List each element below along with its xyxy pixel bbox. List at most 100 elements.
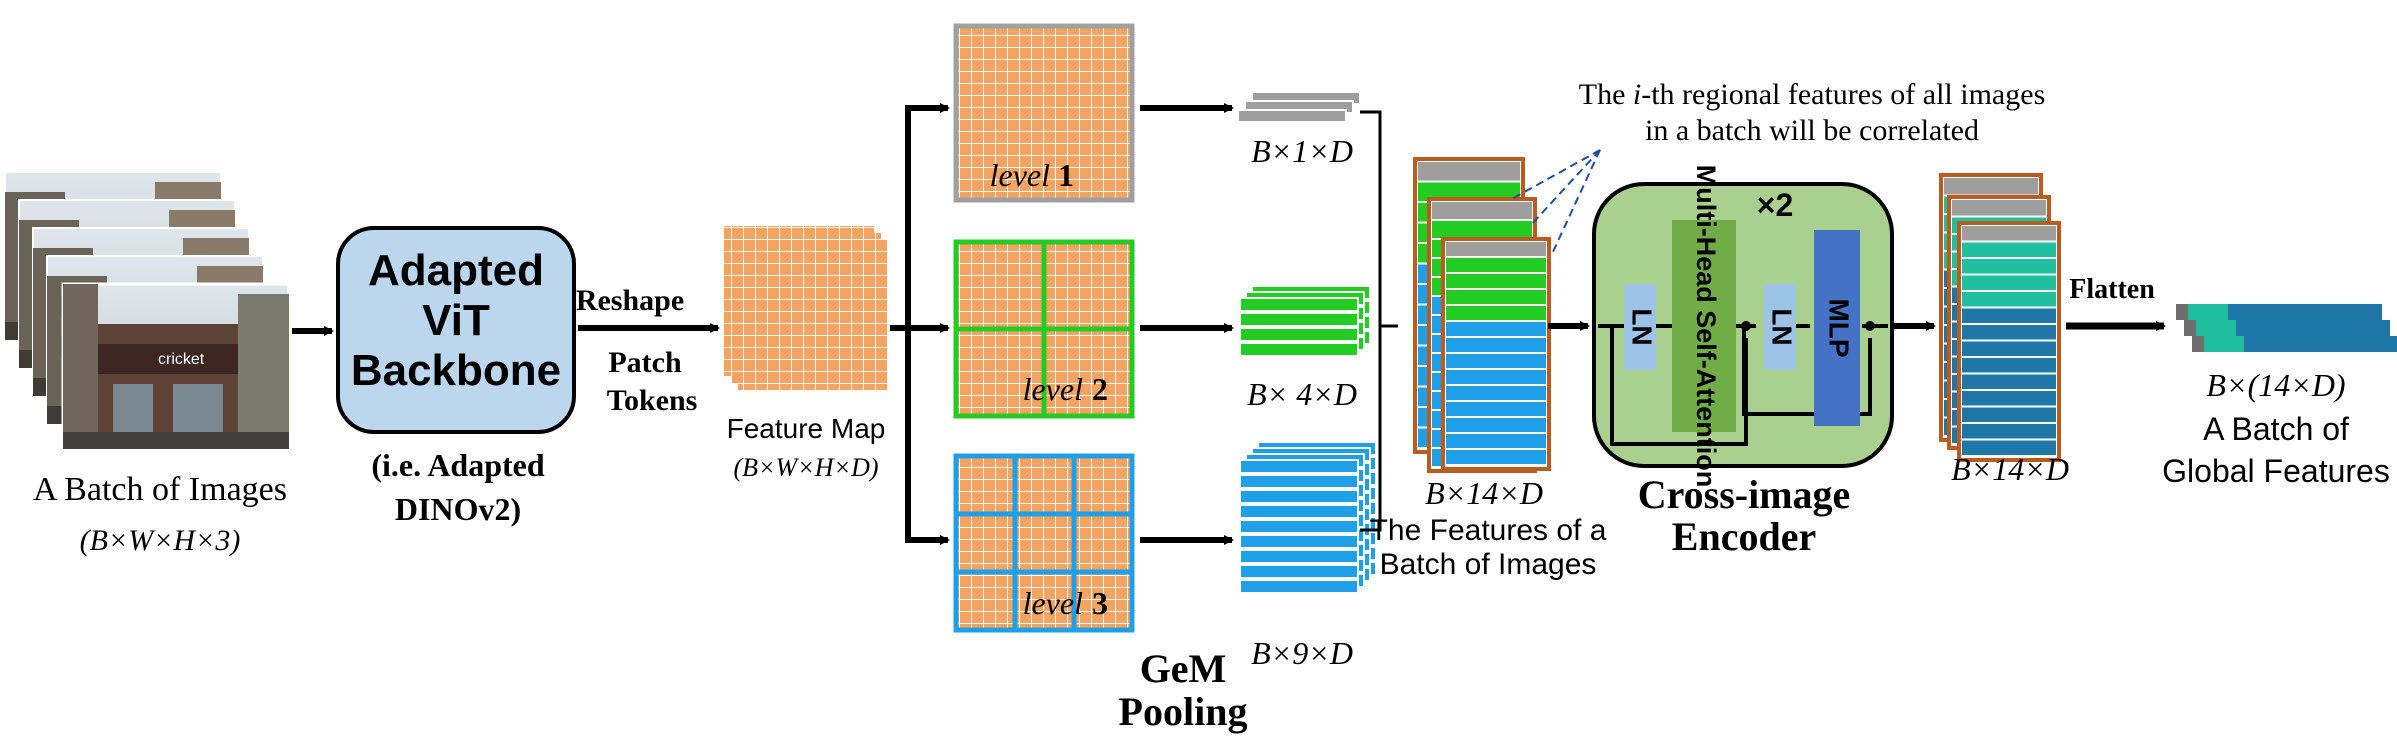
pooled-vector-2-bar [1239, 327, 1359, 342]
level-3-grid [953, 453, 1135, 633]
gem-label-1: GeM [1140, 646, 1227, 691]
residual-sum-2 [1865, 321, 1875, 331]
patch-tokens-label-2: Tokens [607, 384, 698, 417]
output-layer-front-row [1962, 226, 2056, 241]
global-feature-bars [2176, 304, 2397, 352]
backbone-title-3: Backbone [351, 346, 561, 395]
global-label-2: Global Features [2162, 453, 2390, 489]
batch-layer-front-row [1446, 434, 1546, 448]
batch-feature-stack [1413, 157, 1551, 473]
output-layer-front-row [1962, 242, 2056, 257]
batch-layer-mid-row [1432, 202, 1532, 219]
output-layer-front-row [1962, 391, 2056, 406]
residual-sum-1 [1741, 321, 1751, 331]
pooled-vector-3-bar [1239, 459, 1359, 474]
encoder-title-2: Encoder [1672, 514, 1816, 559]
output-layer-front-row [1962, 358, 2056, 373]
pooled-vectors-3 [1239, 441, 1377, 594]
batch-features-label-1: The Features of a [1370, 514, 1607, 547]
level-1-grid [953, 23, 1135, 203]
batch-layer-front-row [1446, 370, 1546, 384]
batch-layer-front-row [1446, 290, 1546, 304]
backbone-note-1: (i.e. Adapted [371, 447, 545, 483]
backbone-title-2: ViT [422, 296, 490, 345]
level-2-word: level [1023, 371, 1084, 407]
batch-layer-front-row [1446, 338, 1546, 352]
ln-1-block [1624, 284, 1656, 370]
batch-layer-front-row [1446, 450, 1546, 464]
batch-layer-front-row [1446, 242, 1546, 256]
ln-1-label: LN [1627, 308, 1658, 345]
global-label-1: A Batch of [2203, 411, 2349, 447]
global-dims: B×(14×D) [2206, 367, 2345, 403]
batch-features-label-2: Batch of Images [1380, 548, 1597, 581]
reshape-label: Reshape [576, 284, 684, 317]
pooled-vector-3-bar [1239, 534, 1359, 549]
mha-label: Multi-Head Self-Attention [1691, 165, 1721, 487]
output-layer-front-row [1962, 275, 2056, 290]
batch-layer-front-row [1446, 322, 1546, 336]
pooled-vector-2-bar [1239, 297, 1359, 312]
mlp-label: MLP [1824, 298, 1855, 357]
input-image-front: cricket [61, 282, 291, 451]
batch-layer-front-row [1446, 386, 1546, 400]
merge-bracket [1360, 110, 1398, 532]
batch-layer-front-row [1446, 258, 1546, 272]
flatten-label: Flatten [2069, 274, 2155, 305]
pooled-vectors-2 [1239, 285, 1371, 357]
output-layer-front-row [1962, 325, 2056, 340]
annotation-line-2: in a batch will be correlated [1645, 114, 1979, 147]
pooled-vector-3-bar [1239, 564, 1359, 579]
batch-layer-front-row [1446, 402, 1546, 416]
feature-map-stack [724, 226, 888, 390]
annotation-line-1: The i-th regional features of all images [1579, 78, 2046, 111]
level-3-output-dims: B×9×D [1251, 635, 1353, 671]
output-layer-front-row [1962, 424, 2056, 439]
level-3-word: level [1023, 585, 1084, 621]
batch-layer-back-row [1418, 162, 1520, 181]
batch-layer-front-row [1446, 274, 1546, 288]
output-layer-front-row [1962, 374, 2056, 389]
feature-map-dims: (B×W×H×D) [733, 453, 878, 482]
level-1-num: 1 [1058, 157, 1074, 193]
pooled-vector-3-bar [1239, 579, 1359, 594]
batch-layer-back-row [1418, 182, 1520, 201]
encoder-repeat: ×2 [1757, 187, 1793, 223]
mlp-block [1814, 230, 1860, 426]
backbone-box [336, 226, 576, 434]
pooled-vector-3-bar [1239, 519, 1359, 534]
ln-2-block [1764, 284, 1796, 370]
output-layer-front-row [1962, 259, 2056, 274]
level-2-grid [953, 239, 1135, 419]
batch-layer-front [1441, 237, 1551, 471]
output-layer-front-row [1962, 440, 2056, 455]
input-label: A Batch of Images [33, 471, 287, 508]
pooled-vector-3-bar [1239, 474, 1359, 489]
backbone-title-1: Adapted [368, 246, 544, 295]
output-layer-mid-row [1952, 200, 2046, 216]
encoder-flow [1598, 324, 1888, 446]
output-layer-front-row [1962, 308, 2056, 323]
mha-block [1672, 220, 1736, 432]
level-1-output-dims: B×1×D [1251, 133, 1353, 169]
pooled-vector-3-bar [1239, 549, 1359, 564]
shop-sign-text: cricket [158, 351, 205, 368]
output-layer-front-row [1962, 407, 2056, 422]
pooled-vectors-1 [1237, 91, 1361, 123]
batch-layer-front-row [1446, 418, 1546, 432]
patch-tokens-label-1: Patch [608, 346, 682, 379]
batch-layer-front-row [1446, 354, 1546, 368]
output-layer-front [1957, 221, 2061, 462]
batch-features-dims: B×14×D [1425, 475, 1543, 511]
output-layer-front-row [1962, 341, 2056, 356]
pooled-vector-2-bar [1239, 342, 1359, 357]
batch-layer-mid-row [1432, 221, 1532, 238]
pooled-vector-3-bar [1239, 504, 1359, 519]
output-layer-back-row [1944, 178, 2038, 195]
level-1-word: level [990, 157, 1051, 193]
annotation-leader-lines [1509, 149, 1601, 255]
feature-map-front [724, 226, 874, 376]
output-feature-stack [1939, 173, 2061, 462]
input-dims: (B×W×H×3) [80, 524, 241, 557]
